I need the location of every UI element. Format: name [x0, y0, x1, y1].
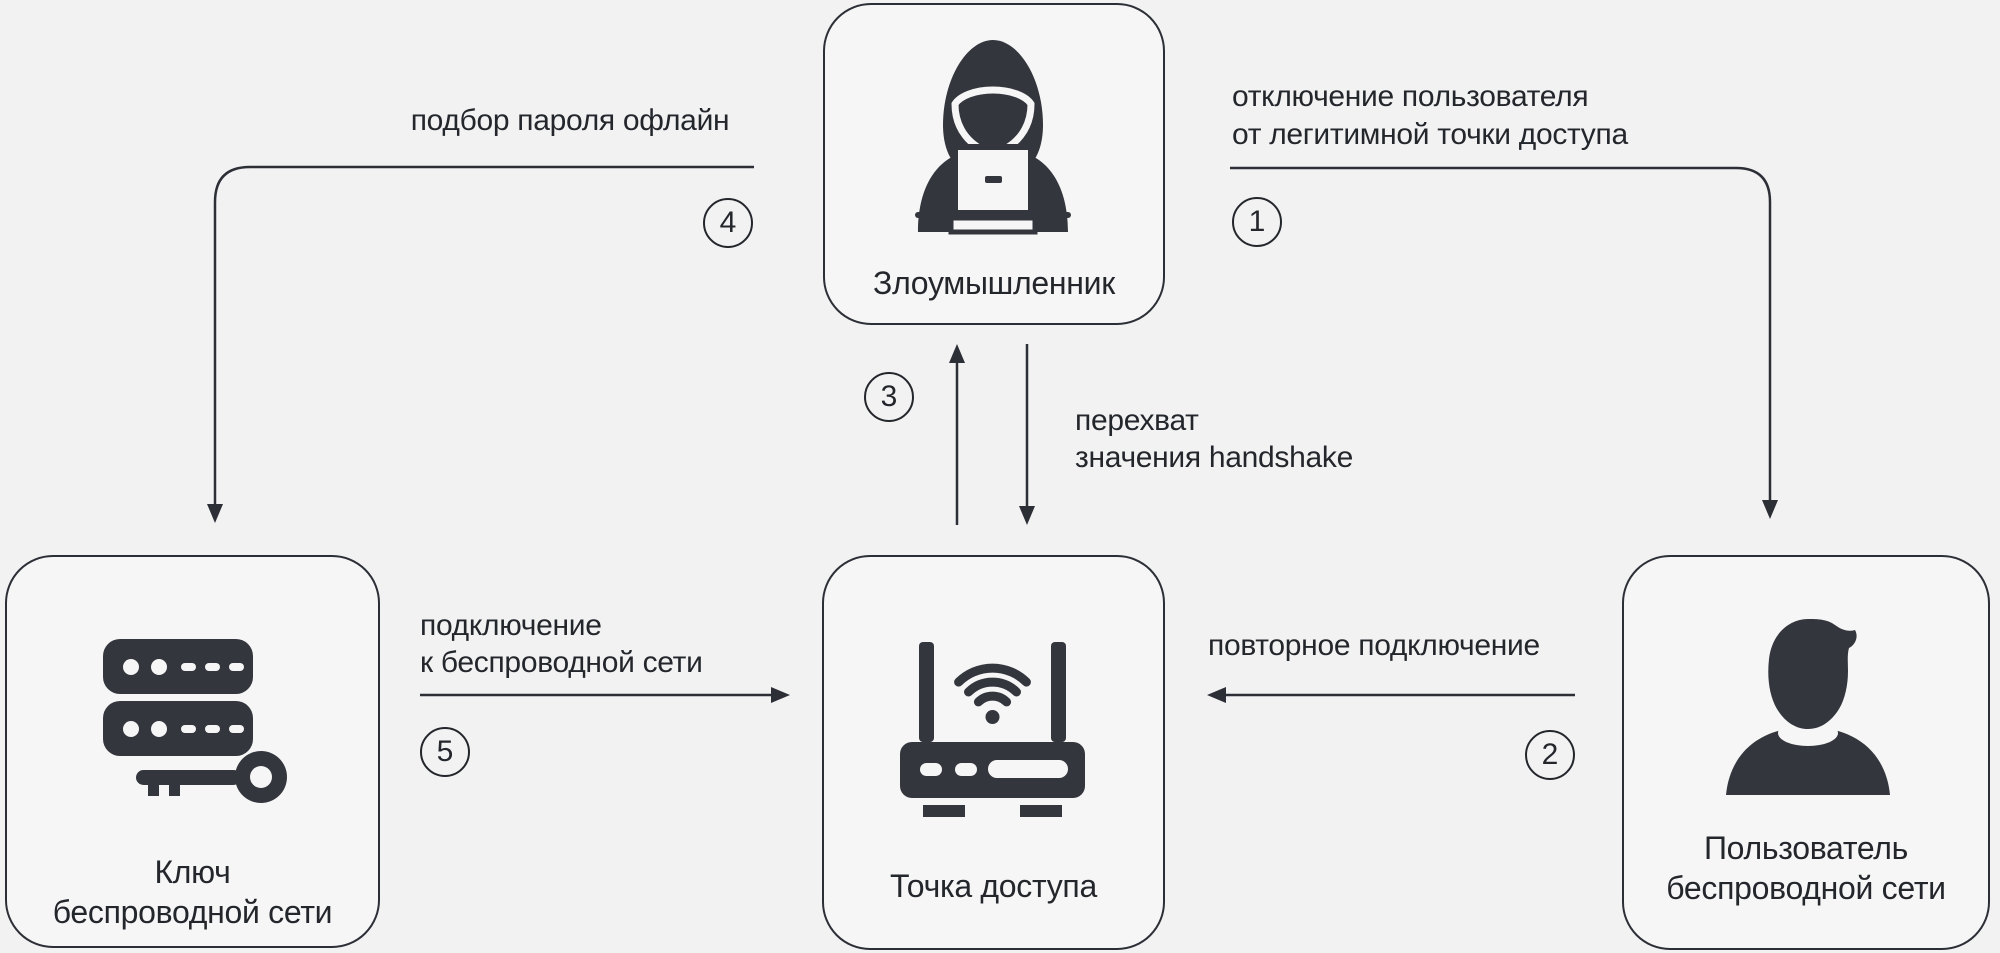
router-wifi-icon: [900, 642, 1085, 817]
user-label-line1: Пользователь: [1703, 830, 1909, 866]
step-1-edge-label-line2: от легитимной точки доступа: [1232, 118, 1628, 151]
handshake-edge-label-line2: значения handshake: [1075, 441, 1353, 474]
server-key-icon: [103, 639, 287, 803]
step-2-edge-label: повторное подключение: [1208, 629, 1540, 662]
hacker-icon: [915, 40, 1071, 235]
user-label-line2: беспроводной сети: [1666, 870, 1946, 906]
attacker-label: Злоумышленник: [873, 265, 1115, 301]
step-3-badge: 3: [864, 372, 914, 422]
step-1-badge: 1: [1232, 197, 1282, 247]
step-2-badge: 2: [1525, 730, 1575, 780]
user-node: Пользователь беспроводной сети: [1622, 555, 1990, 950]
wireless-key-label-line1: Ключ: [154, 854, 231, 890]
edge-step3-arrow-up: [949, 344, 965, 525]
step-4-badge: 4: [703, 198, 753, 248]
access-point-node: Точка доступа: [822, 555, 1165, 950]
wireless-key-label-line2: беспроводной сети: [52, 894, 333, 930]
access-point-label: Точка доступа: [890, 868, 1097, 904]
step-1-edge-label-line1: отключение пользователя: [1232, 80, 1589, 113]
step-5-edge-label: подключение к беспроводной сети: [420, 607, 703, 681]
step-1-edge-label: отключение пользователя от легитимной то…: [1232, 78, 1628, 154]
handshake-edge-label: перехват значения handshake: [1075, 402, 1353, 476]
person-icon: [1726, 619, 1890, 795]
step-4-edge-label: подбор пароля офлайн: [410, 104, 730, 137]
handshake-edge-label-line1: перехват: [1075, 404, 1199, 437]
step-5-edge-label-line2: к беспроводной сети: [420, 646, 703, 679]
edge-handshake-arrow-down: [1019, 344, 1035, 525]
step-5-edge-label-line1: подключение: [420, 609, 602, 642]
edge-step2-arrow: [1207, 687, 1575, 703]
attacker-node: Злоумышленник: [823, 3, 1165, 325]
step-5-badge: 5: [420, 727, 470, 777]
edge-step4-arrow: [207, 165, 754, 523]
edge-step5-arrow: [420, 687, 790, 703]
wireless-key-node: Ключ беспроводной сети: [5, 555, 380, 948]
